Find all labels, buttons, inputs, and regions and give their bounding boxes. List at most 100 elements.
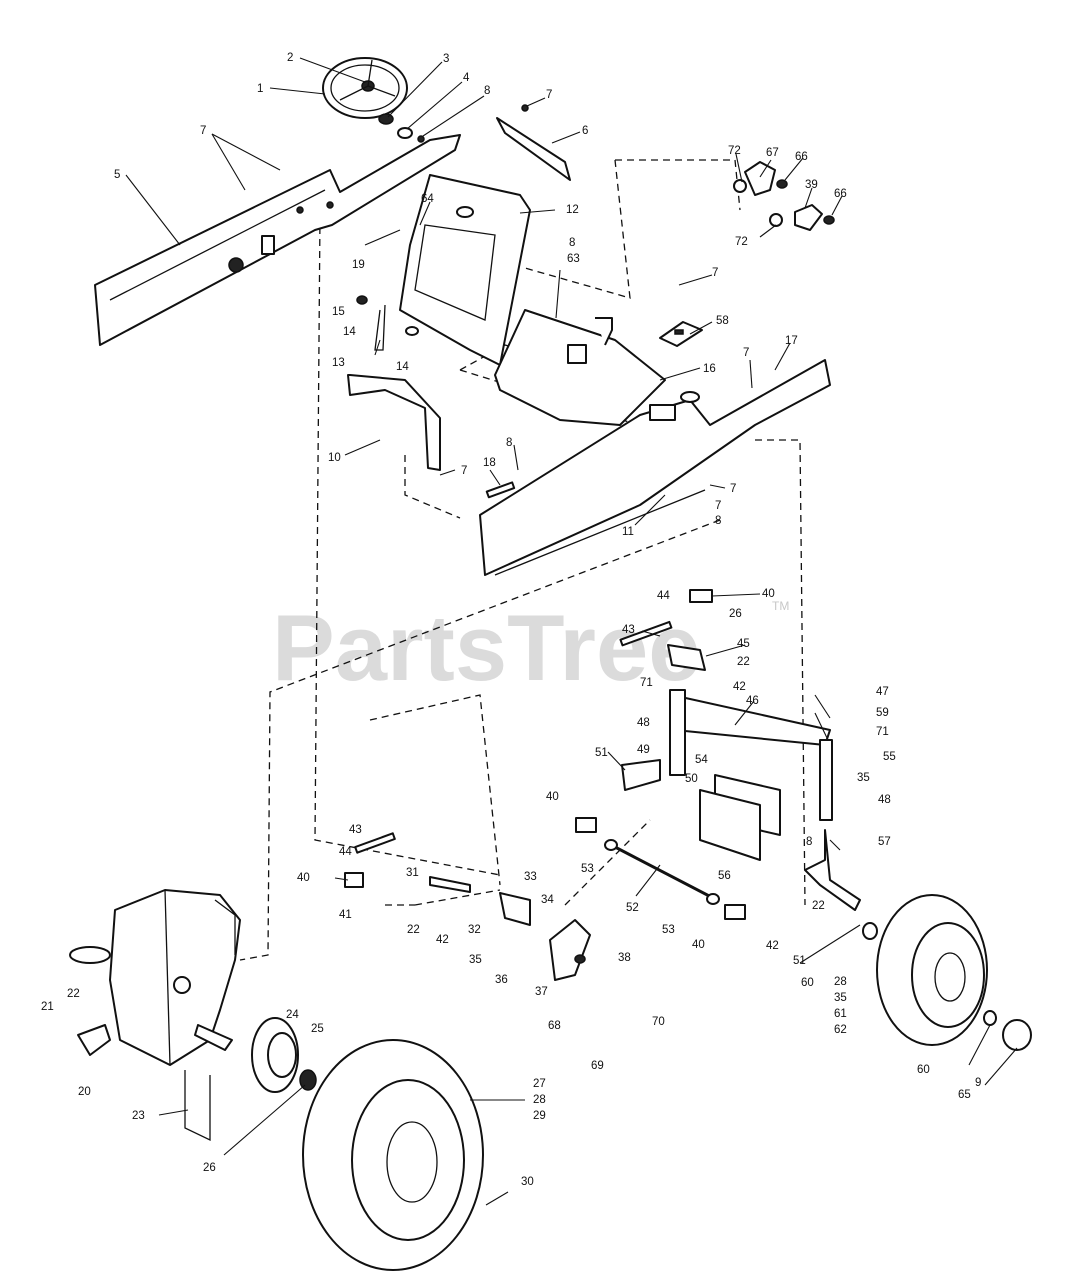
callout-7-bracket: 7 [461, 465, 467, 477]
callout-70: 70 [652, 1016, 665, 1028]
callout-61: 61 [834, 1008, 847, 1020]
frame-rail-right [479, 359, 831, 576]
callout-4: 4 [463, 72, 470, 84]
callout-38: 38 [618, 952, 631, 964]
callout-7-rail-lower-2: 7 [715, 500, 721, 512]
callout-3: 3 [443, 53, 449, 65]
callout-42-mid: 42 [436, 934, 449, 946]
callout-45: 45 [737, 638, 750, 650]
callout-14-right: 14 [396, 361, 409, 373]
callout-36: 36 [495, 974, 508, 986]
callout-66-top: 66 [795, 151, 808, 163]
callout-22-upper: 22 [737, 656, 750, 668]
callout-28-rear: 28 [533, 1094, 546, 1106]
callout-7-floor: 7 [712, 267, 718, 279]
callout-20: 20 [78, 1086, 91, 1098]
callout-63: 63 [567, 253, 580, 265]
callout-7-rail: 7 [743, 347, 749, 359]
callout-40-right: 40 [692, 939, 705, 951]
callout-44-left: 44 [339, 846, 352, 858]
bar [184, 1070, 211, 1142]
callout-19: 19 [352, 259, 365, 271]
callout-71-right: 71 [876, 726, 889, 738]
console [399, 174, 531, 366]
callout-47: 47 [876, 686, 889, 698]
callout-labels: 1 2 3 4 5 6 7 7 7 7 7 7 7 8 8 8 8 8 9 10… [41, 52, 981, 1188]
callout-11: 11 [622, 526, 634, 538]
callout-72-bottom: 72 [735, 236, 748, 248]
callout-8-top: 8 [484, 85, 490, 97]
callout-10: 10 [328, 452, 341, 464]
callout-35-left: 35 [469, 954, 482, 966]
dash-panel-left [94, 134, 461, 346]
callout-51-upper: 51 [595, 747, 608, 759]
callout-7-rail-lower: 7 [730, 483, 736, 495]
callout-55: 55 [883, 751, 896, 763]
callout-65: 65 [958, 1089, 971, 1101]
callout-44-upper: 44 [657, 590, 670, 602]
callout-29: 29 [533, 1110, 546, 1122]
callout-42-upper: 42 [733, 681, 746, 693]
brake-disc [549, 919, 591, 981]
callout-25: 25 [311, 1023, 324, 1035]
floor-plate [494, 309, 666, 426]
plate [496, 104, 571, 181]
callout-15: 15 [332, 306, 345, 318]
callout-49: 49 [637, 744, 650, 756]
callout-1: 1 [257, 83, 263, 95]
callout-7-top: 7 [546, 89, 552, 101]
callout-2: 2 [287, 52, 293, 64]
callout-12: 12 [566, 204, 579, 216]
callout-42-right: 42 [766, 940, 779, 952]
front-axle-assembly [669, 689, 833, 861]
callout-40-mid: 40 [546, 791, 559, 803]
callout-23: 23 [132, 1110, 145, 1122]
callout-67: 67 [766, 147, 779, 159]
lever-bracket [733, 161, 835, 231]
callout-8-rail: 8 [715, 515, 721, 527]
callout-53-left: 53 [581, 863, 594, 875]
callout-30: 30 [521, 1176, 534, 1188]
hub [251, 1017, 317, 1093]
callout-60-tire: 60 [801, 977, 814, 989]
callout-46: 46 [746, 695, 759, 707]
callout-14-left: 14 [343, 326, 356, 338]
callout-48-left: 48 [637, 717, 650, 729]
assembly-dashed-lines [239, 159, 806, 961]
callout-31: 31 [406, 867, 419, 879]
callout-22-transaxle: 22 [67, 988, 80, 1000]
callout-21: 21 [41, 1001, 54, 1013]
leader-lines [125, 57, 1018, 1206]
watermark-trademark: TM [772, 599, 789, 613]
callout-28-front: 28 [834, 976, 847, 988]
callout-68: 68 [548, 1020, 561, 1032]
callout-43-upper: 43 [622, 624, 635, 636]
rod [374, 304, 386, 351]
callout-71-left: 71 [640, 677, 653, 689]
callout-5: 5 [114, 169, 120, 181]
callout-37: 37 [535, 986, 548, 998]
callout-51-lower: 51 [793, 955, 806, 967]
washer [405, 326, 419, 336]
steering-wheel [322, 57, 408, 119]
callout-64: 64 [421, 193, 434, 205]
callout-60-hub: 60 [917, 1064, 930, 1076]
callout-17: 17 [785, 335, 798, 347]
callout-56: 56 [718, 870, 731, 882]
callout-8-knuckle: 8 [806, 836, 812, 848]
callout-48-right: 48 [878, 794, 891, 806]
callout-8-console: 8 [569, 237, 575, 249]
callout-62: 62 [834, 1024, 847, 1036]
callout-59: 59 [876, 707, 889, 719]
knuckle [804, 829, 861, 911]
callout-22-mid: 22 [407, 924, 420, 936]
callout-39: 39 [805, 179, 818, 191]
callout-26-pin: 26 [729, 608, 742, 620]
rear-tire [302, 1039, 484, 1271]
callout-34: 34 [541, 894, 554, 906]
support-bracket [347, 374, 441, 471]
callout-8-bracket: 8 [506, 437, 512, 449]
callout-6: 6 [582, 125, 588, 137]
